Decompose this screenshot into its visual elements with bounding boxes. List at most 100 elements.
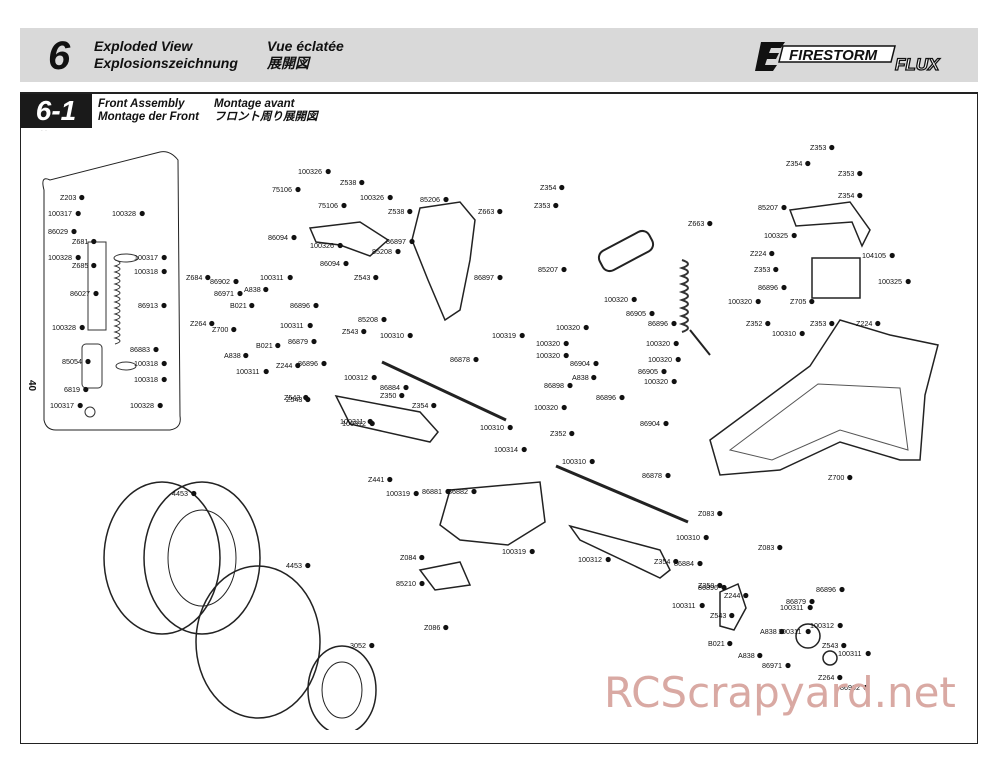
part-label: Z352: [550, 429, 566, 438]
qty-marker: [359, 179, 365, 186]
part-label: Z663: [478, 207, 494, 216]
part-label: 100317: [50, 401, 74, 410]
qty-marker: [593, 360, 599, 367]
part-label: Z681: [72, 237, 88, 246]
qty-marker: [703, 534, 709, 541]
qty-marker: [785, 662, 791, 669]
section-number: 6: [48, 34, 71, 78]
part-label: A838: [738, 651, 755, 660]
part-label: Z705: [790, 297, 806, 306]
part-number-labels: 10032675106Z53810032675106Z53885206Z6638…: [20, 130, 911, 692]
part-label: 100311: [236, 367, 259, 376]
qty-marker: [91, 262, 97, 269]
part-label: Z353: [810, 143, 826, 152]
part-label: 100312: [344, 373, 368, 382]
qty-marker: [863, 684, 869, 691]
qty-marker: [91, 238, 97, 245]
qty-marker: [387, 476, 393, 483]
part-label: 100318: [134, 267, 158, 276]
part-label: Z685: [72, 261, 88, 270]
qty-marker: [79, 324, 85, 331]
part-label: 86902: [210, 277, 230, 286]
part-label: 85207: [538, 265, 558, 274]
qty-marker: [431, 402, 437, 409]
qty-marker: [717, 582, 723, 589]
part-label: 100325: [878, 277, 902, 286]
part-label: 86094: [320, 259, 340, 268]
part-label: 86898: [544, 381, 564, 390]
part-label: 100320: [604, 295, 628, 304]
part-label: 6819: [64, 385, 80, 394]
part-label: Z353: [838, 169, 854, 178]
qty-marker: [419, 554, 425, 561]
front-shock: [597, 229, 711, 356]
qty-marker: [905, 278, 911, 285]
part-label: 86878: [642, 471, 662, 480]
qty-marker: [387, 194, 393, 201]
qty-marker: [671, 320, 677, 327]
qty-marker: [865, 650, 871, 657]
part-label: 100312: [342, 419, 366, 428]
part-label: 100328: [130, 401, 154, 410]
qty-marker: [717, 510, 723, 517]
part-label: 100320: [728, 297, 752, 306]
subsection-title-german: Montage der Front: [98, 111, 199, 123]
part-label: Z224: [750, 249, 766, 258]
part-label: 100312: [578, 555, 602, 564]
part-label: 86896: [698, 583, 718, 592]
qty-marker: [381, 316, 387, 323]
title-japanese: 展開図: [267, 55, 309, 71]
qty-marker: [665, 472, 671, 479]
section-title-en-de: Exploded View Explosionszeichnung: [94, 38, 238, 72]
qty-marker: [809, 598, 815, 605]
qty-marker: [263, 368, 269, 375]
qty-marker: [373, 274, 379, 281]
logo-word-firestorm: FIRESTORM: [789, 47, 878, 64]
qty-marker: [673, 340, 679, 347]
part-label: Z083: [758, 543, 774, 552]
qty-marker: [807, 604, 813, 611]
part-label: 100319: [492, 331, 516, 340]
part-label: A838: [760, 627, 777, 636]
part-label: Z352: [746, 319, 762, 328]
chassis: [709, 319, 939, 476]
qty-marker: [799, 330, 805, 337]
part-label: Z086: [424, 623, 440, 632]
part-label: 86896: [816, 585, 836, 594]
part-label: 86883: [130, 345, 150, 354]
part-label: 100314: [494, 445, 518, 454]
part-label: 86896: [298, 359, 318, 368]
qty-marker: [805, 160, 811, 167]
part-label: Z354: [540, 183, 556, 192]
qty-marker: [605, 556, 611, 563]
qty-marker: [561, 404, 567, 411]
part-label: 86913: [138, 301, 158, 310]
qty-marker: [79, 194, 85, 201]
part-label: 100320: [646, 339, 670, 348]
part-label: 100328: [52, 323, 76, 332]
part-label: 100318: [134, 359, 158, 368]
qty-marker: [559, 184, 565, 191]
part-label: 100320: [536, 339, 560, 348]
part-label: Z224: [856, 319, 872, 328]
part-label: Z700: [828, 473, 844, 482]
qty-marker: [443, 196, 449, 203]
part-label: 85208: [358, 315, 378, 324]
part-label: 86884: [674, 559, 694, 568]
qty-marker: [829, 320, 835, 327]
part-label: 4453: [286, 561, 302, 570]
qty-marker: [233, 278, 239, 285]
qty-marker: [765, 320, 771, 327]
part-label: 85210: [396, 579, 416, 588]
qty-marker: [837, 622, 843, 629]
qty-marker: [805, 628, 811, 635]
part-label: 86971: [762, 661, 782, 670]
part-label: 100326: [360, 193, 384, 202]
qty-marker: [153, 346, 159, 353]
part-label: 100310: [380, 331, 404, 340]
qty-marker: [521, 446, 527, 453]
qty-marker: [569, 430, 575, 437]
exploded-view-diagram: 10032675106Z53810032675106Z53885206Z6638…: [20, 130, 939, 730]
qty-marker: [403, 384, 409, 391]
qty-marker: [399, 392, 405, 399]
